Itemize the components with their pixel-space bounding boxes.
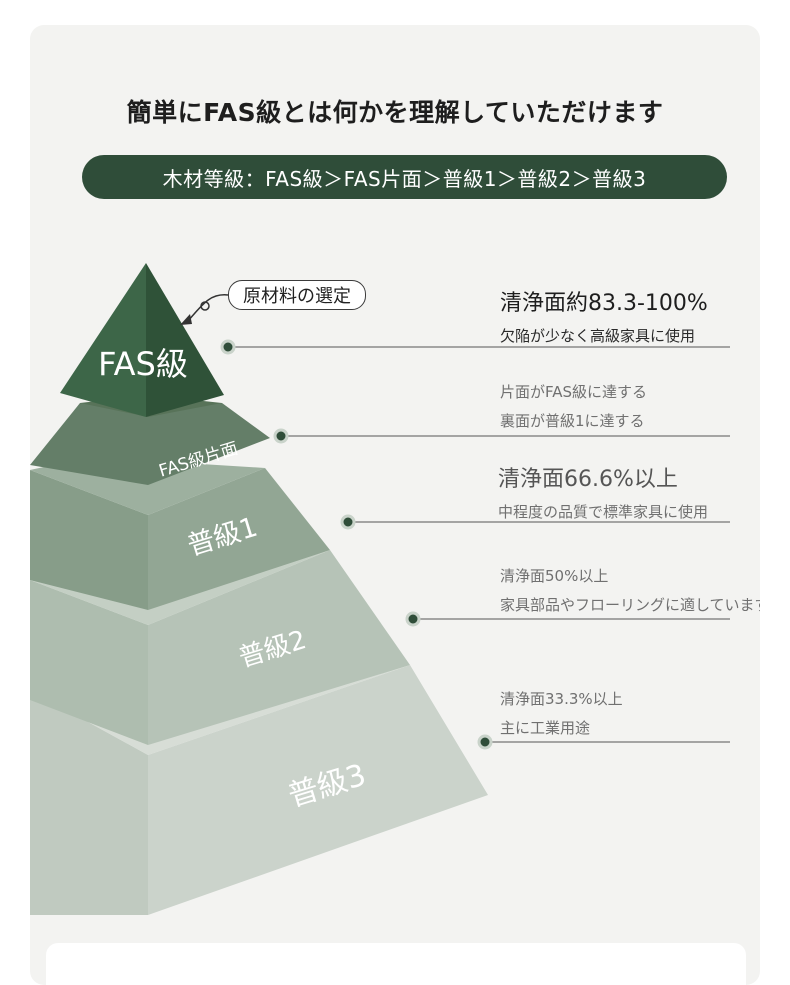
raw-material-callout: 原材料の選定 xyxy=(228,280,366,310)
info-fas-line1: 清浄面約83.3-100% xyxy=(500,291,708,316)
info-grade1-line1: 清浄面66.6%以上 xyxy=(498,467,678,492)
callout-text: 原材料の選定 xyxy=(243,286,351,307)
tier-grade1-side xyxy=(30,470,148,610)
leader-grade2 xyxy=(405,611,730,627)
tier-fas-right-face xyxy=(146,263,224,417)
page-title: 簡単にFAS級とは何かを理解していただけます xyxy=(126,98,664,127)
tier-grade1: 普級1 xyxy=(30,457,330,610)
info-grade2: 清浄面50%以上 家具部品やフローリングに適しています xyxy=(500,565,760,615)
info-grade2-line2: 家具部品やフローリングに適しています xyxy=(500,596,760,614)
leader-grade3 xyxy=(477,734,730,750)
info-fas-one-side: 片面がFAS級に達する 裏面が普級1に達する xyxy=(500,381,647,431)
bottom-panel xyxy=(46,943,746,985)
grade-pyramid: 普級3 普級2 普級1 FAS級片面 FAS級 xyxy=(30,263,730,915)
tier-grade2-front xyxy=(148,550,410,745)
info-grade1-line2: 中程度の品質で標準家具に使用 xyxy=(498,503,709,521)
leader-grade1 xyxy=(340,514,730,530)
tier-fas-one-side-front xyxy=(30,403,270,485)
infographic-card: 簡単にFAS級とは何かを理解していただけます 木材等級：FAS級＞FAS片面＞普… xyxy=(30,25,760,985)
leader-dot xyxy=(405,611,421,627)
tier-grade2-side xyxy=(30,580,148,745)
info-fas-one-side-line2: 裏面が普級1に達する xyxy=(500,412,645,430)
tier-fas-label: FAS級 xyxy=(98,345,188,383)
tier-grade3-front xyxy=(148,665,488,915)
callout-arrow-knot xyxy=(200,301,210,311)
info-grade2-line1: 清浄面50%以上 xyxy=(500,567,609,585)
info-fas: 清浄面約83.3-100% 欠陥が少なく高級家具に使用 xyxy=(500,285,708,346)
tier-fas-left-face xyxy=(60,263,146,417)
tier-fas: FAS級 xyxy=(60,263,224,417)
info-fas-one-side-line1: 片面がFAS級に達する xyxy=(500,383,648,401)
leader-fas xyxy=(220,339,730,355)
grade-order-banner: 木材等級：FAS級＞FAS片面＞普級1＞普級2＞普級3 xyxy=(82,155,727,199)
info-grade3-line1: 清浄面33.3%以上 xyxy=(500,690,623,708)
callout-arrow xyxy=(187,294,229,322)
leader-fas-one-side xyxy=(273,428,730,444)
info-grade1: 清浄面66.6%以上 中程度の品質で標準家具に使用 xyxy=(498,461,708,522)
leader-dot xyxy=(273,428,289,444)
info-grade3-line2: 主に工業用途 xyxy=(500,719,591,737)
tier-grade1-front xyxy=(148,468,330,610)
grade-order-text: 木材等級：FAS級＞FAS片面＞普級1＞普級2＞普級3 xyxy=(162,166,647,191)
callout-arrowhead xyxy=(180,314,192,325)
tier-grade3-side xyxy=(30,690,148,915)
leader-dot xyxy=(220,339,236,355)
info-fas-line2: 欠陥が少なく高級家具に使用 xyxy=(500,327,696,345)
leader-dot xyxy=(477,734,493,750)
info-grade3: 清浄面33.3%以上 主に工業用途 xyxy=(500,688,623,738)
leader-dot xyxy=(340,514,356,530)
